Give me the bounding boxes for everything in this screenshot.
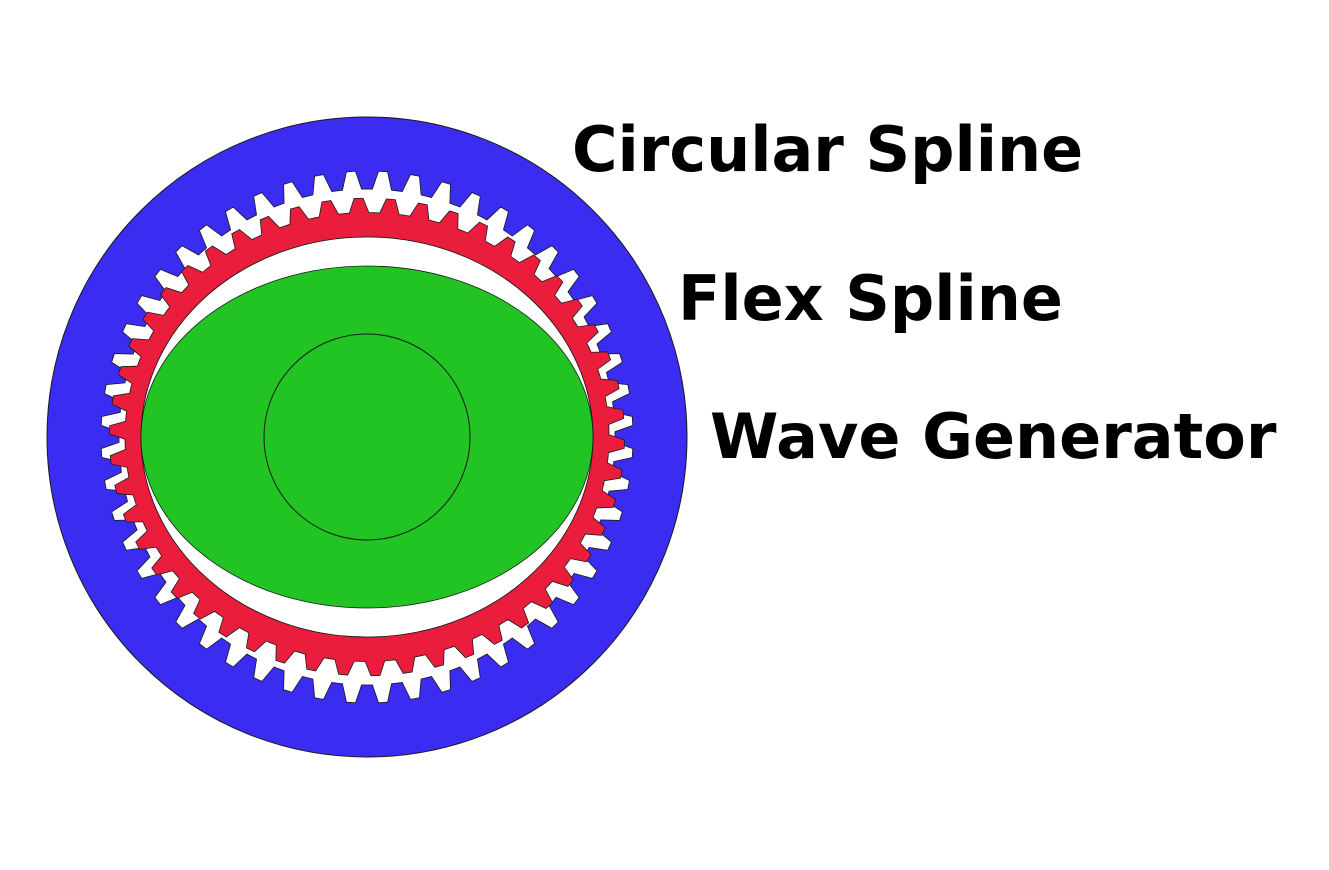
- wave-generator-hub: [263, 333, 471, 541]
- wave-generator-cam: [140, 265, 594, 609]
- flex-spline-label: Flex Spline: [678, 262, 1063, 335]
- circular-spline-label: Circular Spline: [572, 113, 1084, 186]
- wave-generator-label: Wave Generator: [710, 400, 1277, 473]
